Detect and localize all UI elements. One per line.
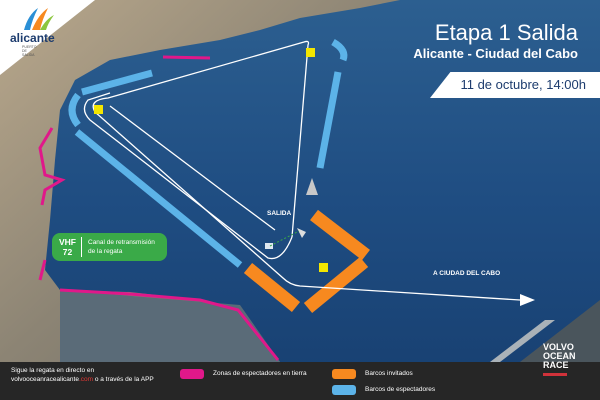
logo-corner: [0, 0, 95, 75]
course-marks: [94, 48, 328, 272]
brand-line1: VOLVO: [543, 342, 574, 352]
committee-boat-icon: [265, 243, 273, 249]
vhf-label: VHF: [59, 237, 76, 247]
land-zone-left: [38, 127, 66, 206]
course-lines: [83, 40, 521, 301]
logo-tagline: PUERTO DE SALIDA: [22, 45, 37, 57]
land-zone-harbor: [59, 288, 280, 361]
legend-label-land-zones: Zonas de espectadores en tierra: [213, 370, 307, 377]
mark-buoy-icon: [94, 105, 103, 114]
logo-name: alicante: [10, 31, 55, 45]
legend-swatch-guest-boats: [332, 369, 356, 379]
page-subtitle: Alicante - Ciudad del Cabo: [413, 46, 578, 61]
footer-legend: Sigue la regata en directo en volvoocean…: [0, 362, 600, 400]
legend-swatch-land-zones: [180, 369, 204, 379]
vhf-desc-line1: Canal de retransmisión: [88, 239, 155, 246]
vhf-badge: VHF 72 Canal de retransmisión de la rega…: [52, 233, 167, 261]
spectator-boat-zones: [68, 38, 348, 268]
page-title: Etapa 1 Salida: [434, 20, 578, 45]
legend-swatch-spectator-boats: [332, 385, 356, 395]
legend-label-guest-boats: Barcos invitados: [365, 370, 413, 377]
sails-logo-icon: [24, 8, 54, 30]
race-date: 11 de octubre, 14:00h: [460, 77, 586, 92]
website-tld[interactable]: .com: [78, 376, 94, 383]
brand-corner: [520, 300, 600, 362]
vhf-desc-line2: de la regata: [88, 248, 123, 255]
volvo-ocean-race-logo: VOLVO OCEAN RACE: [543, 343, 576, 376]
brand-stripe: [490, 320, 555, 362]
start-boat-icon: [297, 228, 306, 238]
guest-boat-zones: [243, 209, 370, 314]
ship-icon: [306, 178, 318, 195]
mark-buoy-icon: [319, 263, 328, 272]
brand-line3: RACE: [543, 360, 569, 370]
app-text: o a través de la APP: [93, 376, 154, 383]
date-banner: 11 de octubre, 14:00h: [430, 72, 600, 98]
website-link[interactable]: volvooceanracealicante: [11, 376, 79, 383]
brand-stripe-icon: [543, 373, 567, 376]
mark-buoy-icon: [306, 48, 315, 57]
land-spectator-zones: [38, 55, 280, 361]
land-zone-top: [162, 55, 211, 60]
vhf-code: VHF 72: [54, 237, 82, 257]
legend-label-spectator-boats: Barcos de espectadores: [365, 386, 436, 393]
start-line: [269, 230, 300, 247]
vhf-channel: 72: [62, 247, 73, 257]
vhf-description: Canal de retransmisión de la regata: [82, 238, 155, 256]
follow-link-line: volvooceanracealicante.com o a través de…: [11, 376, 154, 383]
course-arrow-icon: [520, 294, 535, 306]
destination-label: A CIUDAD DEL CABO: [433, 270, 501, 277]
brand-line2: OCEAN: [543, 351, 576, 361]
follow-text: Sigue la regata en directo en: [11, 367, 95, 374]
start-label: SALIDA: [267, 210, 292, 217]
